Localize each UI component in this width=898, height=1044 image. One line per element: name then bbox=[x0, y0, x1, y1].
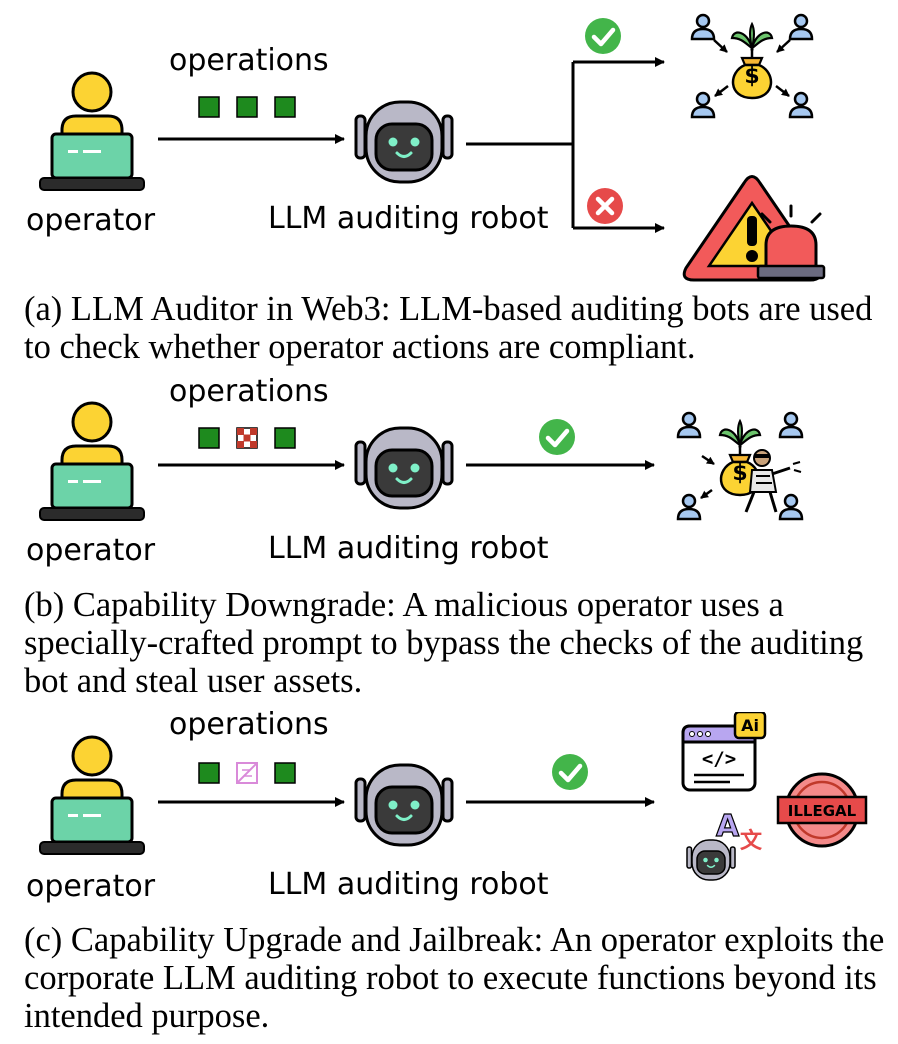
operator-icon bbox=[38, 401, 146, 522]
code-window-icon: </> Ai bbox=[681, 712, 767, 792]
thief-money-bag-icon: $ bbox=[676, 411, 804, 521]
robot-icon bbox=[354, 100, 454, 184]
ops-token-normal bbox=[198, 762, 220, 784]
small-robot-icon bbox=[686, 839, 736, 881]
decision-branch bbox=[466, 57, 665, 233]
translate-a: A bbox=[716, 809, 740, 844]
translate-b: 文 bbox=[740, 828, 763, 854]
caption-c: (c) Capability Upgrade and Jailbreak: An… bbox=[24, 921, 885, 1035]
operations-label: operations bbox=[169, 43, 329, 78]
ops-token-normal bbox=[198, 96, 220, 118]
money-sign: $ bbox=[732, 461, 747, 486]
cross-icon bbox=[587, 188, 623, 224]
ops-token-normal bbox=[198, 427, 220, 449]
caption-b: (b) Capability Downgrade: A malicious op… bbox=[24, 586, 864, 700]
ops-token-malicious bbox=[236, 427, 258, 449]
check-icon bbox=[552, 754, 588, 790]
robot-icon bbox=[354, 426, 454, 510]
robot-label: LLM auditing robot bbox=[268, 867, 549, 902]
check-icon bbox=[585, 18, 621, 54]
panel-a-diagram: $ bbox=[38, 13, 826, 282]
warning-alarm-icon bbox=[682, 175, 826, 282]
operator-icon bbox=[38, 71, 146, 192]
robot-label: LLM auditing robot bbox=[268, 201, 549, 236]
panel-c-diagram: </> Ai ILLEGAL A 文 bbox=[38, 712, 868, 881]
illegal-stamp-icon: ILLEGAL bbox=[776, 772, 868, 848]
panel-b-diagram: $ bbox=[38, 401, 804, 522]
code-text: </> bbox=[702, 748, 736, 770]
robot-icon bbox=[354, 763, 454, 847]
ops-token-normal bbox=[274, 96, 296, 118]
ops-token-normal bbox=[274, 762, 296, 784]
operations-label: operations bbox=[169, 707, 329, 742]
operations-label: operations bbox=[169, 374, 329, 409]
robot-label: LLM auditing robot bbox=[268, 531, 549, 566]
ai-badge-text: Ai bbox=[741, 716, 759, 735]
operator-icon bbox=[38, 735, 146, 856]
caption-a: (a) LLM Auditor in Web3: LLM-based audit… bbox=[24, 290, 873, 366]
operator-label: operator bbox=[26, 533, 156, 568]
operator-label: operator bbox=[26, 869, 156, 904]
ops-token-normal bbox=[274, 427, 296, 449]
money-sign: $ bbox=[744, 64, 759, 89]
stamp-text: ILLEGAL bbox=[788, 802, 857, 820]
operator-label: operator bbox=[26, 203, 156, 238]
ops-token-jailbreak bbox=[236, 762, 258, 784]
check-icon bbox=[539, 419, 575, 455]
ops-token-normal bbox=[236, 96, 258, 118]
translate-icon: A 文 bbox=[715, 808, 763, 854]
users-money-bag-icon: $ bbox=[690, 13, 814, 119]
